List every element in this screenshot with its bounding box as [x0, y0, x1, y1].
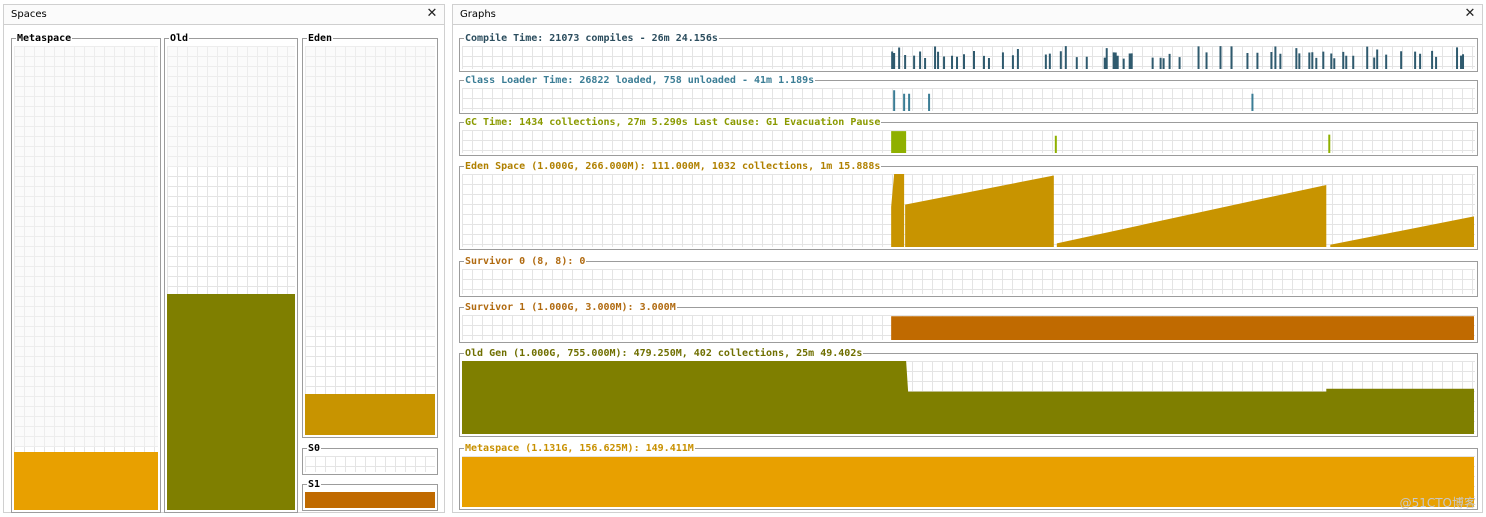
graph-survivor-0-plot: [462, 269, 1475, 294]
spaces-close-button[interactable]: ✕: [426, 6, 438, 21]
space-metaspace-label: Metaspace: [16, 33, 73, 44]
graph-survivor-0: Survivor 0 (8, 8): 0: [459, 256, 1478, 297]
graph-metaspace: Metaspace (1.131G, 156.625M): 149.411M: [459, 443, 1478, 510]
graph-compile-time-trace: [891, 46, 1465, 69]
space-old-used: [167, 294, 295, 510]
graph-eden-space-plot: [462, 174, 1475, 247]
graph-compile-time-svg: [891, 46, 1465, 69]
graph-class-loader-time-trace: [893, 90, 1254, 111]
space-old-grid: [167, 46, 295, 510]
graph-metaspace-plot: [462, 456, 1475, 507]
space-eden-used: [305, 394, 435, 435]
space-old-unallocated: [167, 46, 295, 167]
space-eden: Eden: [302, 33, 438, 438]
graph-survivor-0-label: Survivor 0 (8, 8): 0: [464, 256, 587, 267]
graphs-close-button[interactable]: ✕: [1464, 6, 1476, 21]
watermark: @51CTO博客: [1399, 496, 1476, 510]
space-metaspace: Metaspace: [11, 33, 161, 513]
space-eden-unallocated: [305, 46, 435, 330]
graph-compile-time-label: Compile Time: 21073 compiles - 26m 24.15…: [464, 33, 719, 44]
graph-survivor-0-svg: [462, 269, 1475, 294]
graph-gc-time-plot: [462, 130, 1475, 153]
space-s1-label: S1: [307, 479, 322, 490]
graph-old-gen-trace: [462, 361, 1475, 434]
graph-metaspace-label: Metaspace (1.131G, 156.625M): 149.411M: [464, 443, 695, 454]
graph-class-loader-time-label: Class Loader Time: 26822 loaded, 758 unl…: [464, 75, 816, 86]
graphs-panel-header: Graphs ✕: [453, 5, 1482, 25]
graph-survivor-1-label: Survivor 1 (1.000G, 3.000M): 3.000M: [464, 302, 677, 313]
graph-old-gen-plot: [462, 361, 1475, 434]
graph-old-gen: Old Gen (1.000G, 755.000M): 479.250M, 40…: [459, 348, 1478, 437]
graph-survivor-1-trace: [891, 316, 1475, 340]
graph-compile-time-plot: [462, 46, 1475, 69]
graph-metaspace-svg: [462, 457, 1475, 507]
graph-eden-space: Eden Space (1.000G, 266.000M): 111.000M,…: [459, 161, 1478, 250]
space-s0: S0: [302, 443, 438, 475]
spaces-panel-title: Spaces: [11, 9, 47, 20]
graph-survivor-1-plot: [462, 315, 1475, 340]
graph-metaspace-trace: [462, 457, 1475, 507]
space-metaspace-unallocated: [14, 46, 158, 448]
spaces-panel: Spaces ✕ Metaspace Old Eden S0 S1: [3, 4, 445, 513]
space-s1-grid: [305, 492, 435, 508]
graph-survivor-1: Survivor 1 (1.000G, 3.000M): 3.000M: [459, 302, 1478, 343]
space-old: Old: [164, 33, 298, 513]
graph-old-gen-svg: [462, 361, 1475, 434]
space-s1: S1: [302, 479, 438, 511]
space-eden-label: Eden: [307, 33, 334, 44]
space-s0-label: S0: [307, 443, 322, 454]
space-s1-used: [305, 492, 435, 508]
space-eden-grid: [305, 46, 435, 435]
spaces-panel-header: Spaces ✕: [4, 5, 444, 25]
graph-survivor-1-svg: [891, 316, 1475, 340]
space-old-label: Old: [169, 33, 190, 44]
graph-old-gen-label: Old Gen (1.000G, 755.000M): 479.250M, 40…: [464, 348, 864, 359]
graph-eden-space-label: Eden Space (1.000G, 266.000M): 111.000M,…: [464, 161, 882, 172]
graph-eden-space-trace: [891, 174, 1475, 247]
graph-gc-time-trace: [891, 131, 1331, 153]
graph-gc-time: GC Time: 1434 collections, 27m 5.290s La…: [459, 117, 1478, 156]
space-s0-grid: [305, 456, 435, 472]
graph-compile-time: Compile Time: 21073 compiles - 26m 24.15…: [459, 33, 1478, 72]
graph-eden-space-svg: [891, 174, 1475, 247]
graph-class-loader-time-svg: [893, 90, 1254, 111]
space-metaspace-grid: [14, 46, 158, 510]
graph-gc-time-svg: [891, 131, 1331, 153]
graphs-panel-title: Graphs: [460, 9, 496, 20]
space-metaspace-used: [14, 452, 158, 510]
graphs-panel: Graphs ✕ Compile Time: 21073 compiles - …: [452, 4, 1483, 513]
graph-class-loader-time: Class Loader Time: 26822 loaded, 758 unl…: [459, 75, 1478, 114]
graph-gc-time-label: GC Time: 1434 collections, 27m 5.290s La…: [464, 117, 882, 128]
graph-class-loader-time-plot: [462, 88, 1475, 111]
